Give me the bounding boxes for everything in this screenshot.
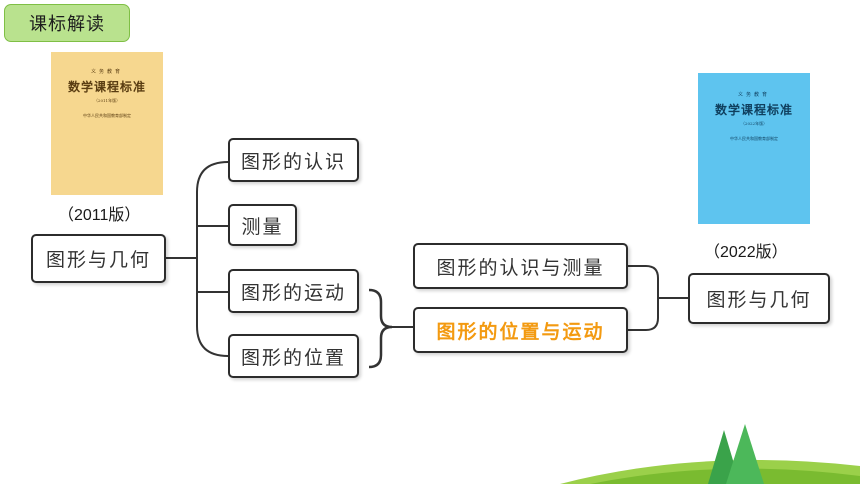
version-label-2011: （2011版） bbox=[58, 207, 141, 224]
right-root-node: 图形与几何 bbox=[688, 273, 830, 324]
book-cover-2022: 义务教育 数学课程标准 （2022年版） 中华人民共和国教育部制定 bbox=[698, 73, 810, 224]
book-2022-title: 数学课程标准 bbox=[714, 103, 793, 117]
book-2022-series: 义务教育 bbox=[737, 92, 770, 98]
book-2022-issuer: 中华人民共和国教育部制定 bbox=[730, 136, 778, 141]
right-node-1: 图形的认识与测量 bbox=[413, 243, 628, 289]
left-node-1: 图形的认识 bbox=[228, 138, 359, 182]
left-node-2: 测量 bbox=[228, 204, 297, 246]
book-2011-series: 义务教育 bbox=[90, 69, 123, 75]
version-label-2022: （2022版） bbox=[704, 244, 788, 261]
book-2011-issuer: 中华人民共和国教育部制定 bbox=[83, 113, 131, 118]
left-node-3: 图形的运动 bbox=[228, 269, 359, 313]
right-node-2-highlighted: 图形的位置与运动 bbox=[413, 307, 628, 353]
left-root-node: 图形与几何 bbox=[31, 234, 166, 283]
book-cover-2011: 义务教育 数学课程标准 （2011年版） 中华人民共和国教育部制定 bbox=[51, 52, 163, 195]
book-2022-edition: （2022年版） bbox=[740, 121, 768, 126]
book-2011-title: 数学课程标准 bbox=[67, 80, 146, 94]
left-node-4: 图形的位置 bbox=[228, 334, 359, 378]
book-2011-edition: （2011年版） bbox=[93, 98, 121, 103]
section-tag: 课标解读 bbox=[4, 4, 130, 42]
